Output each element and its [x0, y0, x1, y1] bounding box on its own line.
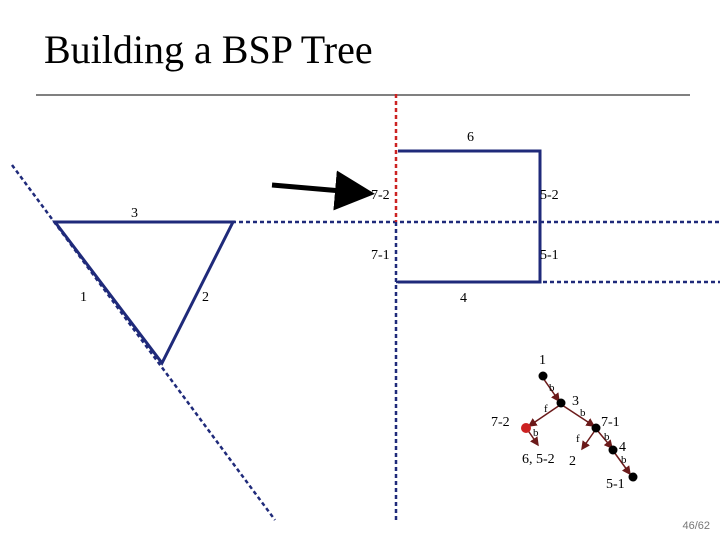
tree-edge-71-2	[581, 428, 597, 451]
edge-label-b-1: b	[549, 382, 555, 394]
page-number: 46/62	[682, 520, 710, 532]
tree-edge-3-72	[527, 404, 561, 427]
tree-edge-3-71	[561, 404, 596, 427]
split-plane-1-dashed	[10, 164, 277, 521]
tree-label-6-5-2: 6, 5-2	[522, 452, 555, 467]
label-5-1: 5-1	[540, 248, 559, 263]
tree-label-1: 1	[539, 353, 546, 368]
edge-label-b-71: b	[604, 431, 610, 443]
tree-node-4	[608, 445, 618, 455]
tree-node-7-1	[591, 423, 601, 433]
tree-node-1	[538, 371, 548, 381]
label-2: 2	[202, 290, 209, 305]
square-polygon	[398, 149, 542, 284]
tree-label-7-1: 7-1	[601, 415, 620, 430]
label-5-2: 5-2	[540, 188, 559, 203]
tree-label-3: 3	[572, 394, 579, 409]
tree-label-2: 2	[569, 454, 576, 469]
edge-label-b-3: b	[580, 407, 586, 419]
edge-label-b-4: b	[621, 454, 627, 466]
edge-label-f-71: f	[576, 433, 580, 445]
pointer-arrow	[271, 170, 375, 211]
tree-node-7-2	[521, 423, 531, 433]
edge-label-b-72: b	[533, 427, 539, 439]
tree-edge-4-51	[613, 451, 631, 476]
triangle-polygon	[51, 220, 236, 366]
label-3: 3	[131, 206, 138, 221]
tree-label-4: 4	[619, 440, 626, 455]
edge-label-f-3: f	[544, 403, 548, 415]
tree-edge-1-3	[542, 377, 560, 403]
label-7-2: 7-2	[371, 188, 390, 203]
tree-label-5-1: 5-1	[606, 477, 625, 492]
bsp-tree: 1 3 7-2 6, 5-2 2 7-1 4 5-1 b f b b f b b	[491, 353, 638, 492]
label-7-1: 7-1	[371, 248, 390, 263]
label-4: 4	[460, 291, 467, 306]
tree-node-3	[556, 398, 566, 408]
label-1: 1	[80, 290, 87, 305]
label-6: 6	[467, 130, 474, 145]
tree-label-7-2: 7-2	[491, 415, 510, 430]
tree-node-5-1	[628, 472, 638, 482]
tree-edge-71-4	[596, 429, 613, 450]
slide-title: Building a BSP Tree	[44, 27, 373, 72]
